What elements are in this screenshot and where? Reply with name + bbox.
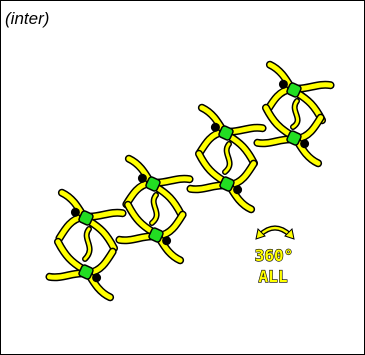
- rotation-degrees-text: 360°: [255, 246, 294, 265]
- skydiver-figure-icon: [247, 91, 335, 180]
- skydiver-pair-1: [39, 176, 133, 315]
- skydiver-pair-4: [247, 48, 341, 181]
- rotation-arrow-icon: [255, 225, 295, 240]
- diagram-label: (inter): [5, 9, 50, 28]
- rotation-indicator: 360° ALL: [254, 225, 295, 287]
- rotation-scope-text: ALL: [259, 267, 288, 286]
- skydiver-figure-icon: [39, 225, 127, 314]
- skydiver-pair-2: [109, 142, 200, 278]
- skydiver-pair-3: [180, 91, 273, 227]
